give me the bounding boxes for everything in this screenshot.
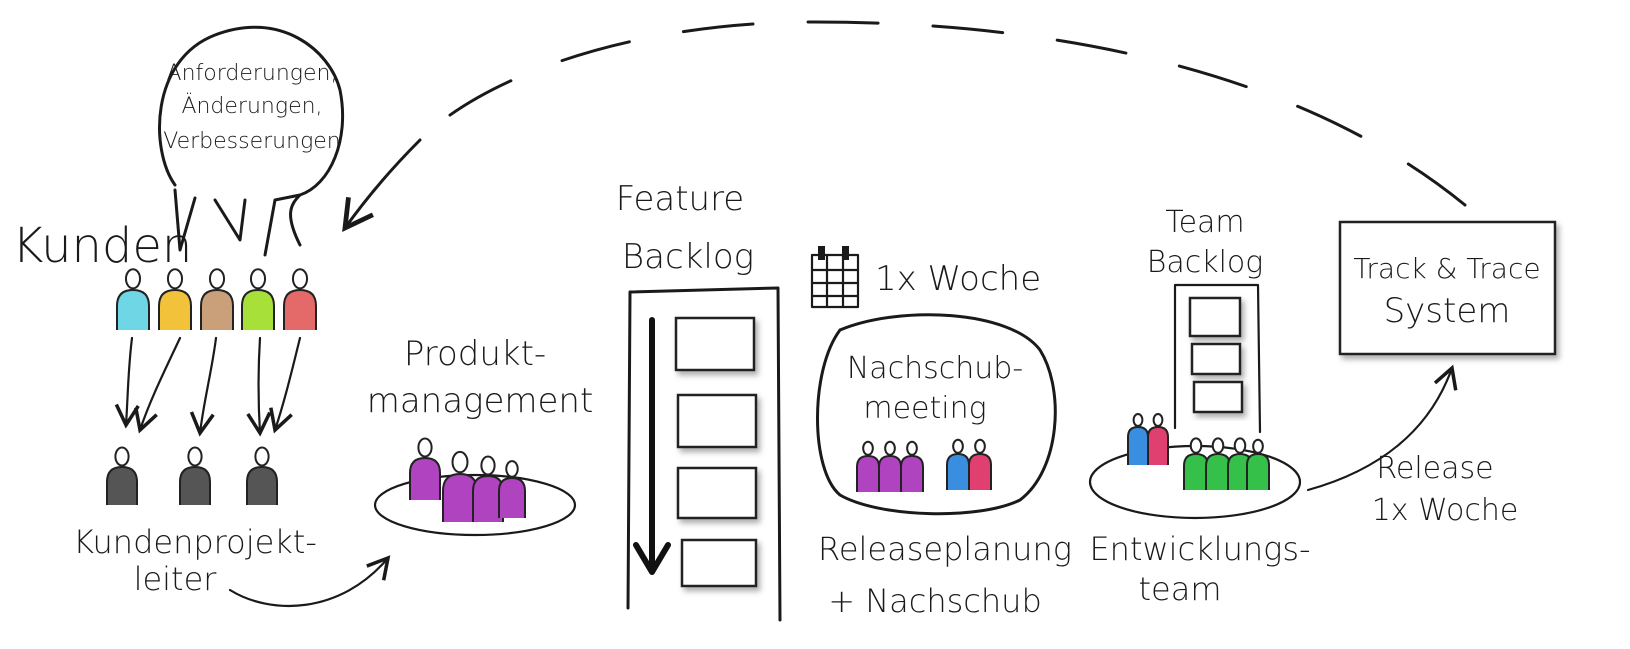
bubble-line-2: Änderungen, [181, 92, 322, 119]
developer-figure [1246, 438, 1270, 490]
feedback-arrow [342, 138, 422, 233]
produktmanager-figure [442, 450, 478, 522]
developer-figure [1147, 413, 1169, 465]
feature-backlog-frame [626, 286, 782, 622]
kunden-to-kpl-arrows [114, 336, 302, 437]
kundenprojektleiter-figure [106, 446, 138, 505]
tt-line-1: Track & Trace [1353, 252, 1540, 285]
kundenprojektleiter-figure [179, 446, 211, 505]
feedback-arc [418, 20, 1467, 207]
tb-line-2: Backlog [1147, 245, 1264, 280]
team-card-2 [1190, 342, 1242, 376]
kunde-figure [116, 268, 150, 330]
bubble-line-1: Anforderungen, [167, 61, 338, 86]
produktmanager-figure [498, 460, 526, 518]
speech-bubble: Anforderungen, Änderungen, Verbesserunge… [158, 25, 345, 257]
kundenprojektleiter-figure [246, 446, 278, 505]
dev-line-2: team [1138, 570, 1221, 608]
meeting-line-1: Nachschub- [847, 351, 1023, 386]
kpl-to-pm-arrow [228, 555, 391, 607]
kunde-figure [241, 268, 275, 330]
meeting-figure [968, 438, 992, 490]
produktmanagement-group [409, 437, 526, 522]
release-plan-line-2: + Nachschub [828, 582, 1042, 620]
entwicklungsteam-group [1127, 413, 1270, 490]
fb-line-2: Backlog [622, 237, 754, 277]
meeting-figure [878, 440, 902, 492]
team-card-3 [1192, 380, 1244, 414]
developer-figure [1183, 437, 1209, 490]
kpl-line-2: leiter [134, 560, 218, 598]
kunde-figure [200, 268, 234, 330]
release-plan-line-1: Releaseplanung [818, 530, 1072, 568]
release-line-1: Release [1376, 451, 1493, 486]
meeting-figure [900, 440, 924, 492]
kunde-figure [283, 268, 317, 330]
team-card-1 [1188, 296, 1242, 338]
feature-card-1 [674, 316, 756, 372]
produktmanager-figure [472, 455, 504, 522]
kundenprojektleiter-group [106, 446, 278, 505]
pm-line-2: management [367, 381, 594, 421]
fb-line-1: Feature [616, 179, 744, 219]
feature-card-4 [680, 538, 758, 588]
release-arrow [1306, 364, 1458, 492]
meeting-figure [856, 440, 880, 492]
meeting-line-2: meeting [863, 391, 986, 426]
kpl-line-1: Kundenprojekt- [73, 523, 317, 561]
tt-line-2: System [1384, 291, 1511, 331]
dev-line-1: Entwicklungs- [1089, 530, 1310, 568]
meeting-figure [946, 438, 970, 490]
tb-line-1: Team [1165, 205, 1244, 240]
pm-table [373, 473, 577, 537]
kunde-figure [158, 268, 192, 330]
developer-figure [1127, 413, 1149, 465]
kunden-label: Kunden [12, 218, 192, 274]
calendar-label: 1x Woche [875, 259, 1041, 299]
developer-figure [1205, 437, 1231, 490]
kunden-group [116, 268, 317, 330]
team-backlog-frame [1173, 283, 1262, 434]
meeting-circle [816, 313, 1057, 516]
nachschub-meeting-group [856, 438, 992, 492]
produktmanager-figure [409, 437, 441, 500]
pm-line-1: Produkt- [404, 334, 546, 374]
calendar-icon [810, 246, 860, 309]
feature-card-2 [676, 393, 758, 449]
release-line-2: 1x Woche [1372, 493, 1519, 528]
bubble-line-3: Verbesserungen [163, 129, 341, 154]
feature-card-3 [676, 466, 758, 520]
track-trace-box [1338, 220, 1557, 356]
